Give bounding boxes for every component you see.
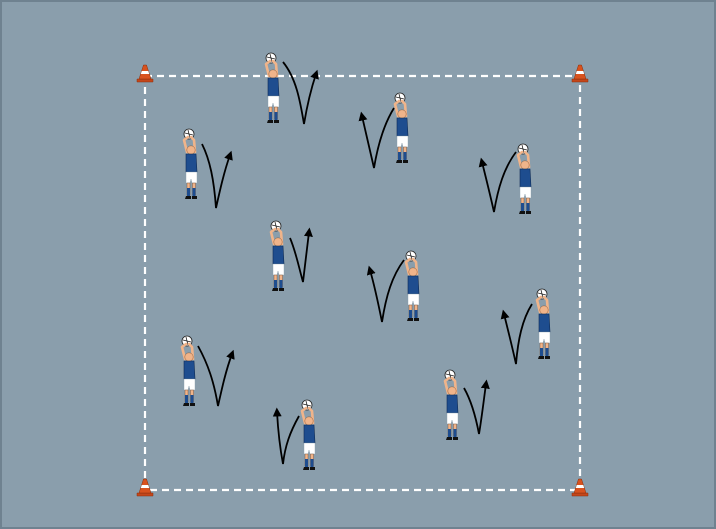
drill-diagram: [0, 0, 716, 529]
pitch-background: [1, 1, 715, 528]
